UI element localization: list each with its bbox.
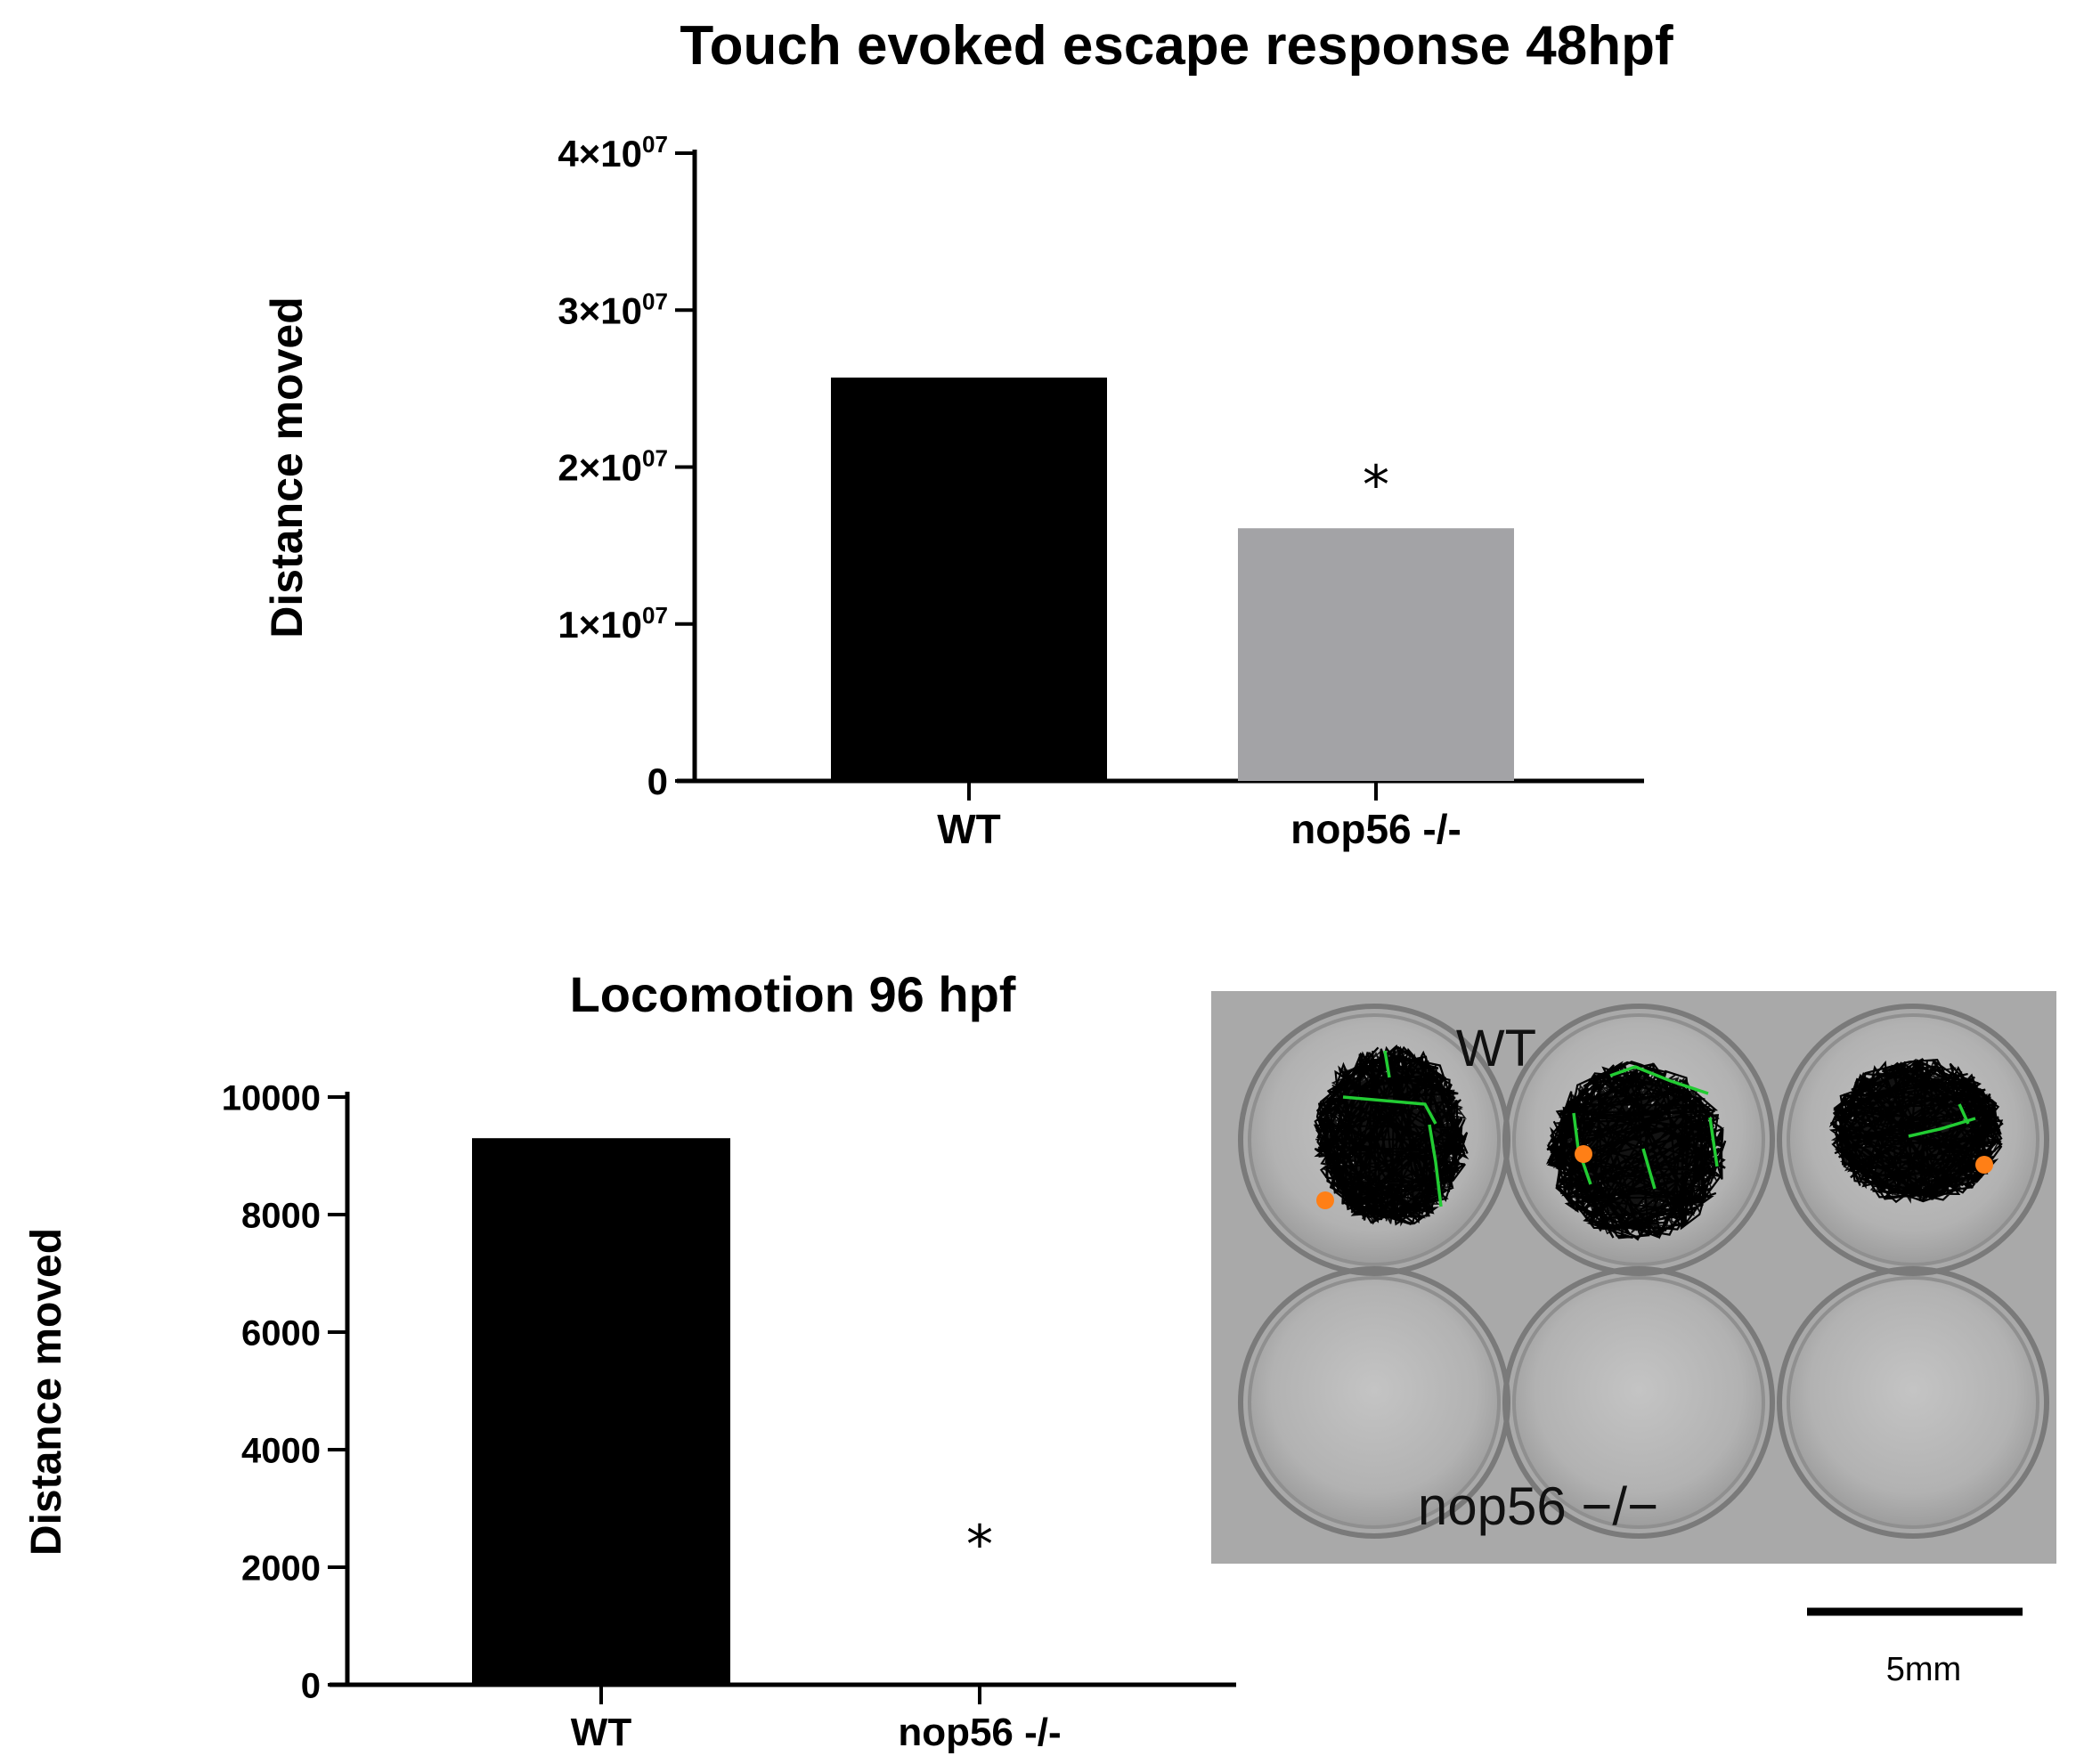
- fast-swim-path: [1342, 1095, 1437, 1125]
- bar-wt: [472, 1138, 730, 1685]
- well: [1787, 1276, 2039, 1529]
- well: [1512, 1276, 1765, 1529]
- larva-track-rim: [1313, 1044, 1469, 1227]
- y-tick-label: 4×1007: [558, 131, 668, 175]
- y-tick-label: 8000: [241, 1196, 321, 1235]
- chart-touch-escape: Touch evoked escape response 48hpf Dista…: [262, 15, 1673, 852]
- well-plate-image: WT nop56 −/− 5mm: [1211, 991, 2056, 1688]
- chart2-x-ticks: WT nop56 -/-: [571, 1685, 1062, 1754]
- well-outer-rim: [1502, 1004, 1775, 1276]
- y-tick-label: 2000: [241, 1549, 321, 1588]
- larva-position-marker: [1575, 1145, 1592, 1163]
- x-tick-label: nop56 -/-: [1290, 806, 1461, 852]
- chart-locomotion: Locomotion 96 hpf Distance moved 0 2000 40…: [23, 966, 1236, 1754]
- chart1-y-ticks: 0 1×1007 2×1007 3×1007 4×1007: [558, 131, 695, 802]
- bar-wt: [831, 378, 1107, 781]
- y-tick-label: 0: [647, 760, 668, 802]
- well: [1248, 1276, 1501, 1529]
- scale-bar-label: 5mm: [1886, 1651, 1961, 1688]
- fast-swim-path: [1641, 1148, 1657, 1190]
- chart1-bars: *: [831, 378, 1514, 781]
- y-tick-label: 0: [301, 1666, 321, 1705]
- inset-wt-label: WT: [1456, 1020, 1536, 1077]
- chart2-bars: *: [472, 1138, 993, 1685]
- y-tick-label: 6000: [241, 1313, 321, 1353]
- chart1-x-ticks: WT nop56 -/-: [937, 781, 1461, 852]
- chart2-title: Locomotion 96 hpf: [570, 966, 1016, 1022]
- bar-nop56: [1238, 528, 1514, 781]
- significance-marker: *: [966, 1514, 993, 1576]
- y-tick-label: 3×1007: [558, 288, 668, 331]
- inset-nop56-label: nop56 −/−: [1418, 1476, 1658, 1536]
- fast-swim-path: [1609, 1065, 1709, 1095]
- fast-swim-path: [1428, 1124, 1443, 1207]
- y-tick-label: 2×1007: [558, 445, 668, 489]
- x-tick-label: WT: [571, 1711, 632, 1754]
- chart2-y-ticks: 0 2000 4000 6000 8000 10000: [222, 1078, 347, 1705]
- larva-track-rim: [1828, 1058, 2004, 1204]
- larva-tracks: [1313, 1044, 2004, 1241]
- well-outer-rim: [1777, 1004, 2049, 1276]
- larva-position-marker: [1316, 1191, 1334, 1209]
- larva-track-rim: [1545, 1061, 1727, 1241]
- y-tick-label: 10000: [222, 1078, 321, 1118]
- fast-swim-path: [1908, 1117, 1976, 1138]
- fast-swim-path: [1958, 1103, 1970, 1125]
- x-tick-label: nop56 -/-: [898, 1711, 1061, 1754]
- fast-swim-path: [1383, 1050, 1391, 1078]
- y-tick-label: 1×1007: [558, 602, 668, 646]
- well-outer-rim: [1502, 1266, 1775, 1539]
- y-tick-label: 4000: [241, 1431, 321, 1470]
- larva-position-marker: [1975, 1156, 1993, 1174]
- fast-swim-path: [1708, 1117, 1719, 1167]
- well-outer-rim: [1777, 1266, 2049, 1539]
- chart1-ylabel: Distance moved: [262, 297, 312, 638]
- chart1-title: Touch evoked escape response 48hpf: [680, 15, 1673, 77]
- x-tick-label: WT: [937, 806, 1001, 852]
- chart2-ylabel: Distance moved: [23, 1228, 70, 1556]
- significance-marker: *: [1363, 454, 1389, 516]
